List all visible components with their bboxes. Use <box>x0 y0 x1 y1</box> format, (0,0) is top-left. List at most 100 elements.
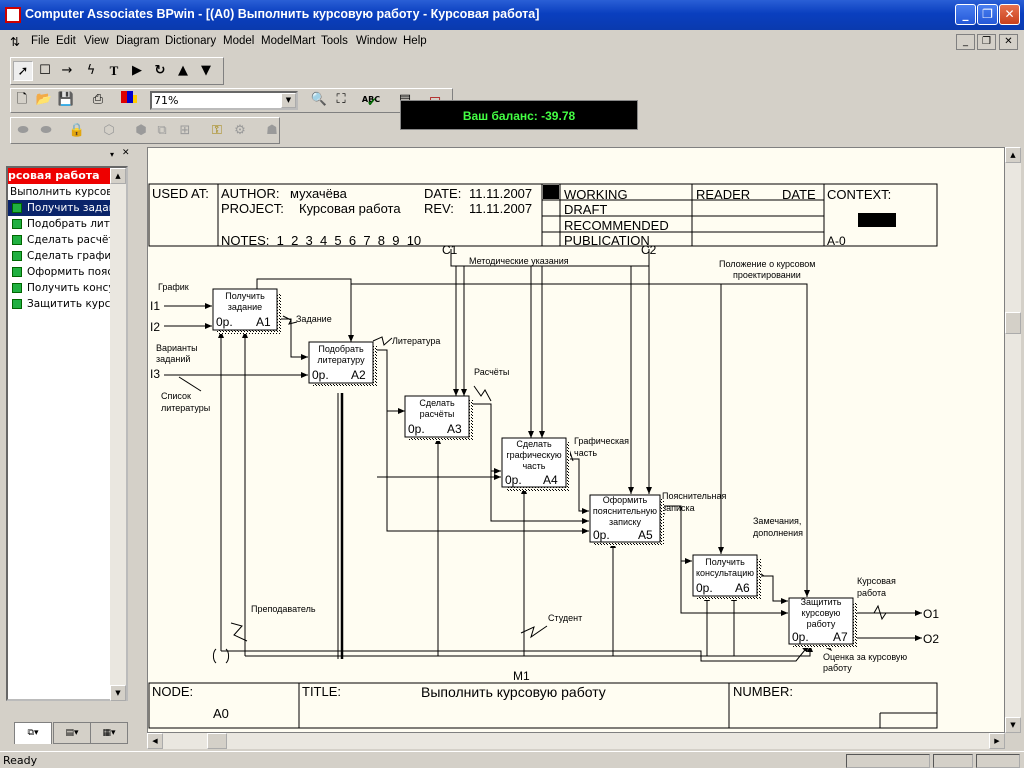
scroll-up-icon[interactable]: ▲ <box>1005 147 1021 163</box>
menu-edit[interactable]: Edit <box>56 35 76 47</box>
print-icon[interactable]: ⎙ <box>92 92 104 107</box>
tab-diagrams[interactable]: ▤▾ <box>53 722 91 744</box>
go-to-child-icon[interactable]: ▶ <box>132 63 142 78</box>
activity-a6[interactable]: Получить консультацию 0р. A6 <box>692 554 761 600</box>
scroll-down-icon[interactable]: ▼ <box>1005 717 1021 733</box>
label-zamech-2: дополнения <box>753 528 803 538</box>
arrow-poyasn-a7 <box>680 561 788 616</box>
pointer-tool-icon[interactable]: ➚ <box>13 61 33 81</box>
drawing-toolbar: ➚ ☐ → ϟ T ▶ ↻ ▲ ▼ <box>10 57 224 85</box>
tab-objects[interactable]: ▦▾ <box>90 722 128 744</box>
activity-a5[interactable]: Оформить пояснительную записку 0р. A5 <box>589 494 664 546</box>
arrow-zamech <box>756 575 788 604</box>
menu-window[interactable]: Window <box>356 35 397 47</box>
squiggle-tool-icon[interactable]: ϟ <box>86 63 96 78</box>
scroll-down-icon[interactable]: ▼ <box>110 685 126 701</box>
mdi-minimize-button[interactable]: _ <box>956 34 975 50</box>
zoom-in-icon[interactable]: 🔍 <box>310 92 328 107</box>
label-poyasn-1: Пояснительная <box>662 491 726 501</box>
tree-item-a1[interactable]: Получить задан <box>8 200 126 216</box>
menu-diagram[interactable]: Diagram <box>116 35 160 47</box>
footer-frame <box>148 682 938 729</box>
go-to-sibling-up-icon[interactable]: ▲ <box>178 63 188 78</box>
label-prepodavatel: Преподаватель <box>251 604 316 614</box>
mdi-restore-button[interactable]: ❐ <box>977 34 996 50</box>
new-file-icon[interactable]: 🗋 <box>16 92 28 107</box>
go-to-sibling-down-icon[interactable]: ▼ <box>201 63 211 78</box>
menu-file[interactable]: File <box>31 35 50 47</box>
activity-a2[interactable]: Подобрать литературу 0р. A2 <box>308 341 377 387</box>
canvas-vertical-scrollbar[interactable]: ▲ ▼ <box>1005 147 1021 733</box>
activity-a3[interactable]: Сделать расчёты 0р. A3 <box>404 395 473 441</box>
restore-button[interactable]: ❐ <box>977 4 998 25</box>
activity-a7[interactable]: Защитить курсовую работу 0р. A7 <box>788 597 857 648</box>
minimize-button[interactable]: _ <box>955 4 976 25</box>
panel-close-icon[interactable]: ✕ <box>122 148 130 158</box>
tab-activities[interactable]: ⧉▾ <box>14 722 52 744</box>
scroll-left-icon[interactable]: ◀ <box>147 733 163 749</box>
go-to-parent-icon[interactable]: ↻ <box>154 63 166 78</box>
tree-item-a2[interactable]: Подобрать лите <box>8 216 126 232</box>
header-frame <box>148 183 938 247</box>
tree-item-a6[interactable]: Получить консу <box>8 280 126 296</box>
document-menu-icon[interactable]: ⇅ <box>10 35 21 49</box>
scroll-up-icon[interactable]: ▲ <box>110 168 126 184</box>
panel-dropdown-icon[interactable]: ▾ <box>110 150 115 159</box>
text-tool-icon[interactable]: T <box>109 63 119 78</box>
tools-icon: ⚙ <box>234 123 246 138</box>
canvas-horizontal-scrollbar[interactable]: ◀ ▶ <box>147 733 1005 749</box>
close-button[interactable]: ✕ <box>999 4 1020 25</box>
activity-line1: Оформить <box>603 495 648 505</box>
arrow-poyasn-a6 <box>659 505 692 564</box>
idef0-diagram: USED AT: AUTHOR: мухачёва PROJECT: Курсо… <box>148 183 939 729</box>
activity-line1: Сделать <box>419 398 455 408</box>
arrow-tool-icon[interactable]: → <box>61 63 73 78</box>
vertical-scroll-thumb[interactable] <box>1005 312 1021 334</box>
check-icon[interactable]: ✔ <box>366 95 378 109</box>
tree-item-a5[interactable]: Оформить пояс <box>8 264 126 280</box>
squiggle-spisok <box>178 376 202 392</box>
bpwin-app-icon[interactable] <box>5 7 21 23</box>
key-icon[interactable]: ⚿ <box>212 123 222 138</box>
box-tool-icon[interactable]: ☐ <box>39 63 51 78</box>
scroll-right-icon[interactable]: ▶ <box>989 733 1005 749</box>
menu-view[interactable]: View <box>84 35 109 47</box>
title-label: TITLE: <box>302 684 341 699</box>
activity-a4[interactable]: Сделать графическую часть 0р. A4 <box>501 437 570 491</box>
menu-tools[interactable]: Tools <box>321 35 348 47</box>
tree-item-a4[interactable]: Сделать графи <box>8 248 126 264</box>
open-folder-icon[interactable]: 📂 <box>35 92 53 107</box>
menu-modelmart[interactable]: ModelMart <box>261 35 316 47</box>
mdi-close-button[interactable]: ✕ <box>999 34 1018 50</box>
spell-check-icon[interactable]: ABC <box>361 95 381 104</box>
reader-date-label: DATE <box>782 187 816 202</box>
zoom-select[interactable]: 71%▼ <box>150 91 298 110</box>
color-palette-icon[interactable] <box>119 90 139 110</box>
menu-model[interactable]: Model <box>223 35 255 47</box>
tunnel-mark-left <box>212 648 217 664</box>
activity-line1: Сделать <box>516 439 552 449</box>
label-spisok-2: литературы <box>161 403 210 413</box>
tree-root-item[interactable]: Выполнить курсову <box>10 186 119 198</box>
zoom-fit-icon[interactable]: ⛶ <box>336 92 346 107</box>
merge-icon: ⧉ <box>157 123 167 138</box>
chevron-down-icon[interactable]: ▼ <box>281 93 296 108</box>
tree-scrollbar[interactable]: ▲ ▼ <box>110 168 126 701</box>
tunnel-mark-right <box>225 648 230 664</box>
tree-item-a3[interactable]: Сделать расчёт <box>8 232 126 248</box>
activity-id: A5 <box>638 528 653 542</box>
menu-dictionary[interactable]: Dictionary <box>165 35 217 47</box>
diagram-canvas[interactable]: USED AT: AUTHOR: мухачёва PROJECT: Курсо… <box>147 147 1005 733</box>
save-icon[interactable]: 💾 <box>57 92 75 107</box>
tree-item-a7[interactable]: Защитить курсо <box>8 296 126 312</box>
horizontal-scroll-thumb[interactable] <box>207 733 227 749</box>
arrow-literatura-a5 <box>386 411 589 534</box>
arrow-control-bus <box>450 249 650 267</box>
activity-cost: 0р. <box>216 315 233 329</box>
tree-model-header[interactable]: рсовая работа <box>8 168 126 184</box>
activity-line2: графическую <box>506 450 561 460</box>
activity-a1[interactable]: Получить задание 0р. A1 <box>212 288 281 334</box>
activity-line3: записку <box>609 517 642 527</box>
activity-cost: 0р. <box>593 528 610 542</box>
menu-help[interactable]: Help <box>403 35 427 47</box>
